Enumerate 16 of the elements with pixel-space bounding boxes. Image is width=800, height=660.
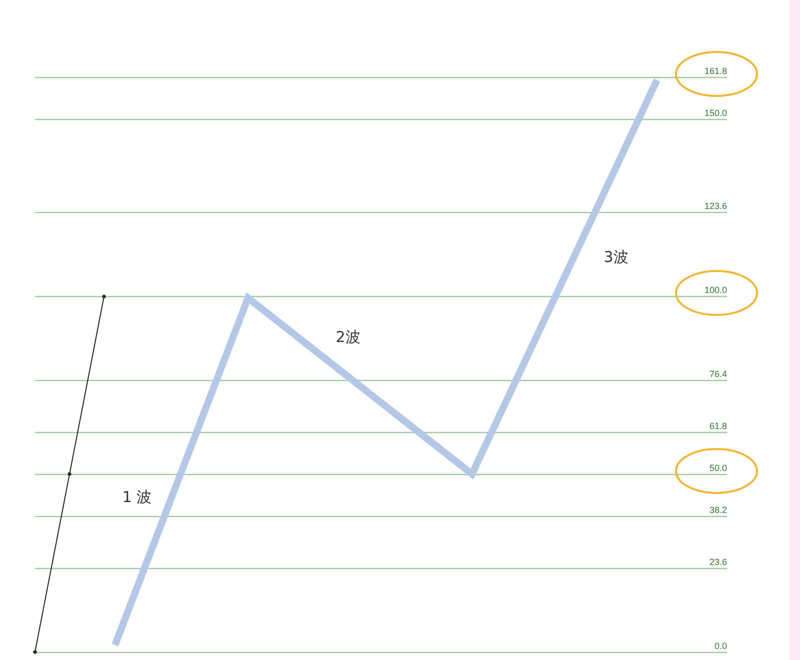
level-label: 23.6 <box>709 557 727 568</box>
highlight-ellipse <box>675 270 758 316</box>
level-label: 76.4 <box>709 369 727 380</box>
level-label: 61.8 <box>709 421 727 432</box>
level-label: 161.8 <box>704 66 727 77</box>
wave-label: 3波 <box>604 248 628 266</box>
level-label: 123.6 <box>704 201 727 212</box>
level-label: 38.2 <box>709 505 727 516</box>
level-label: 150.0 <box>704 108 727 119</box>
level-label: 50.0 <box>709 463 727 474</box>
highlight-ellipse <box>675 448 758 494</box>
level-label: 0.0 <box>714 641 727 652</box>
highlight-ellipse <box>675 51 758 97</box>
wave-label: 2波 <box>336 328 360 346</box>
wave-label: 1 波 <box>122 488 152 506</box>
level-label: 100.0 <box>704 285 727 296</box>
